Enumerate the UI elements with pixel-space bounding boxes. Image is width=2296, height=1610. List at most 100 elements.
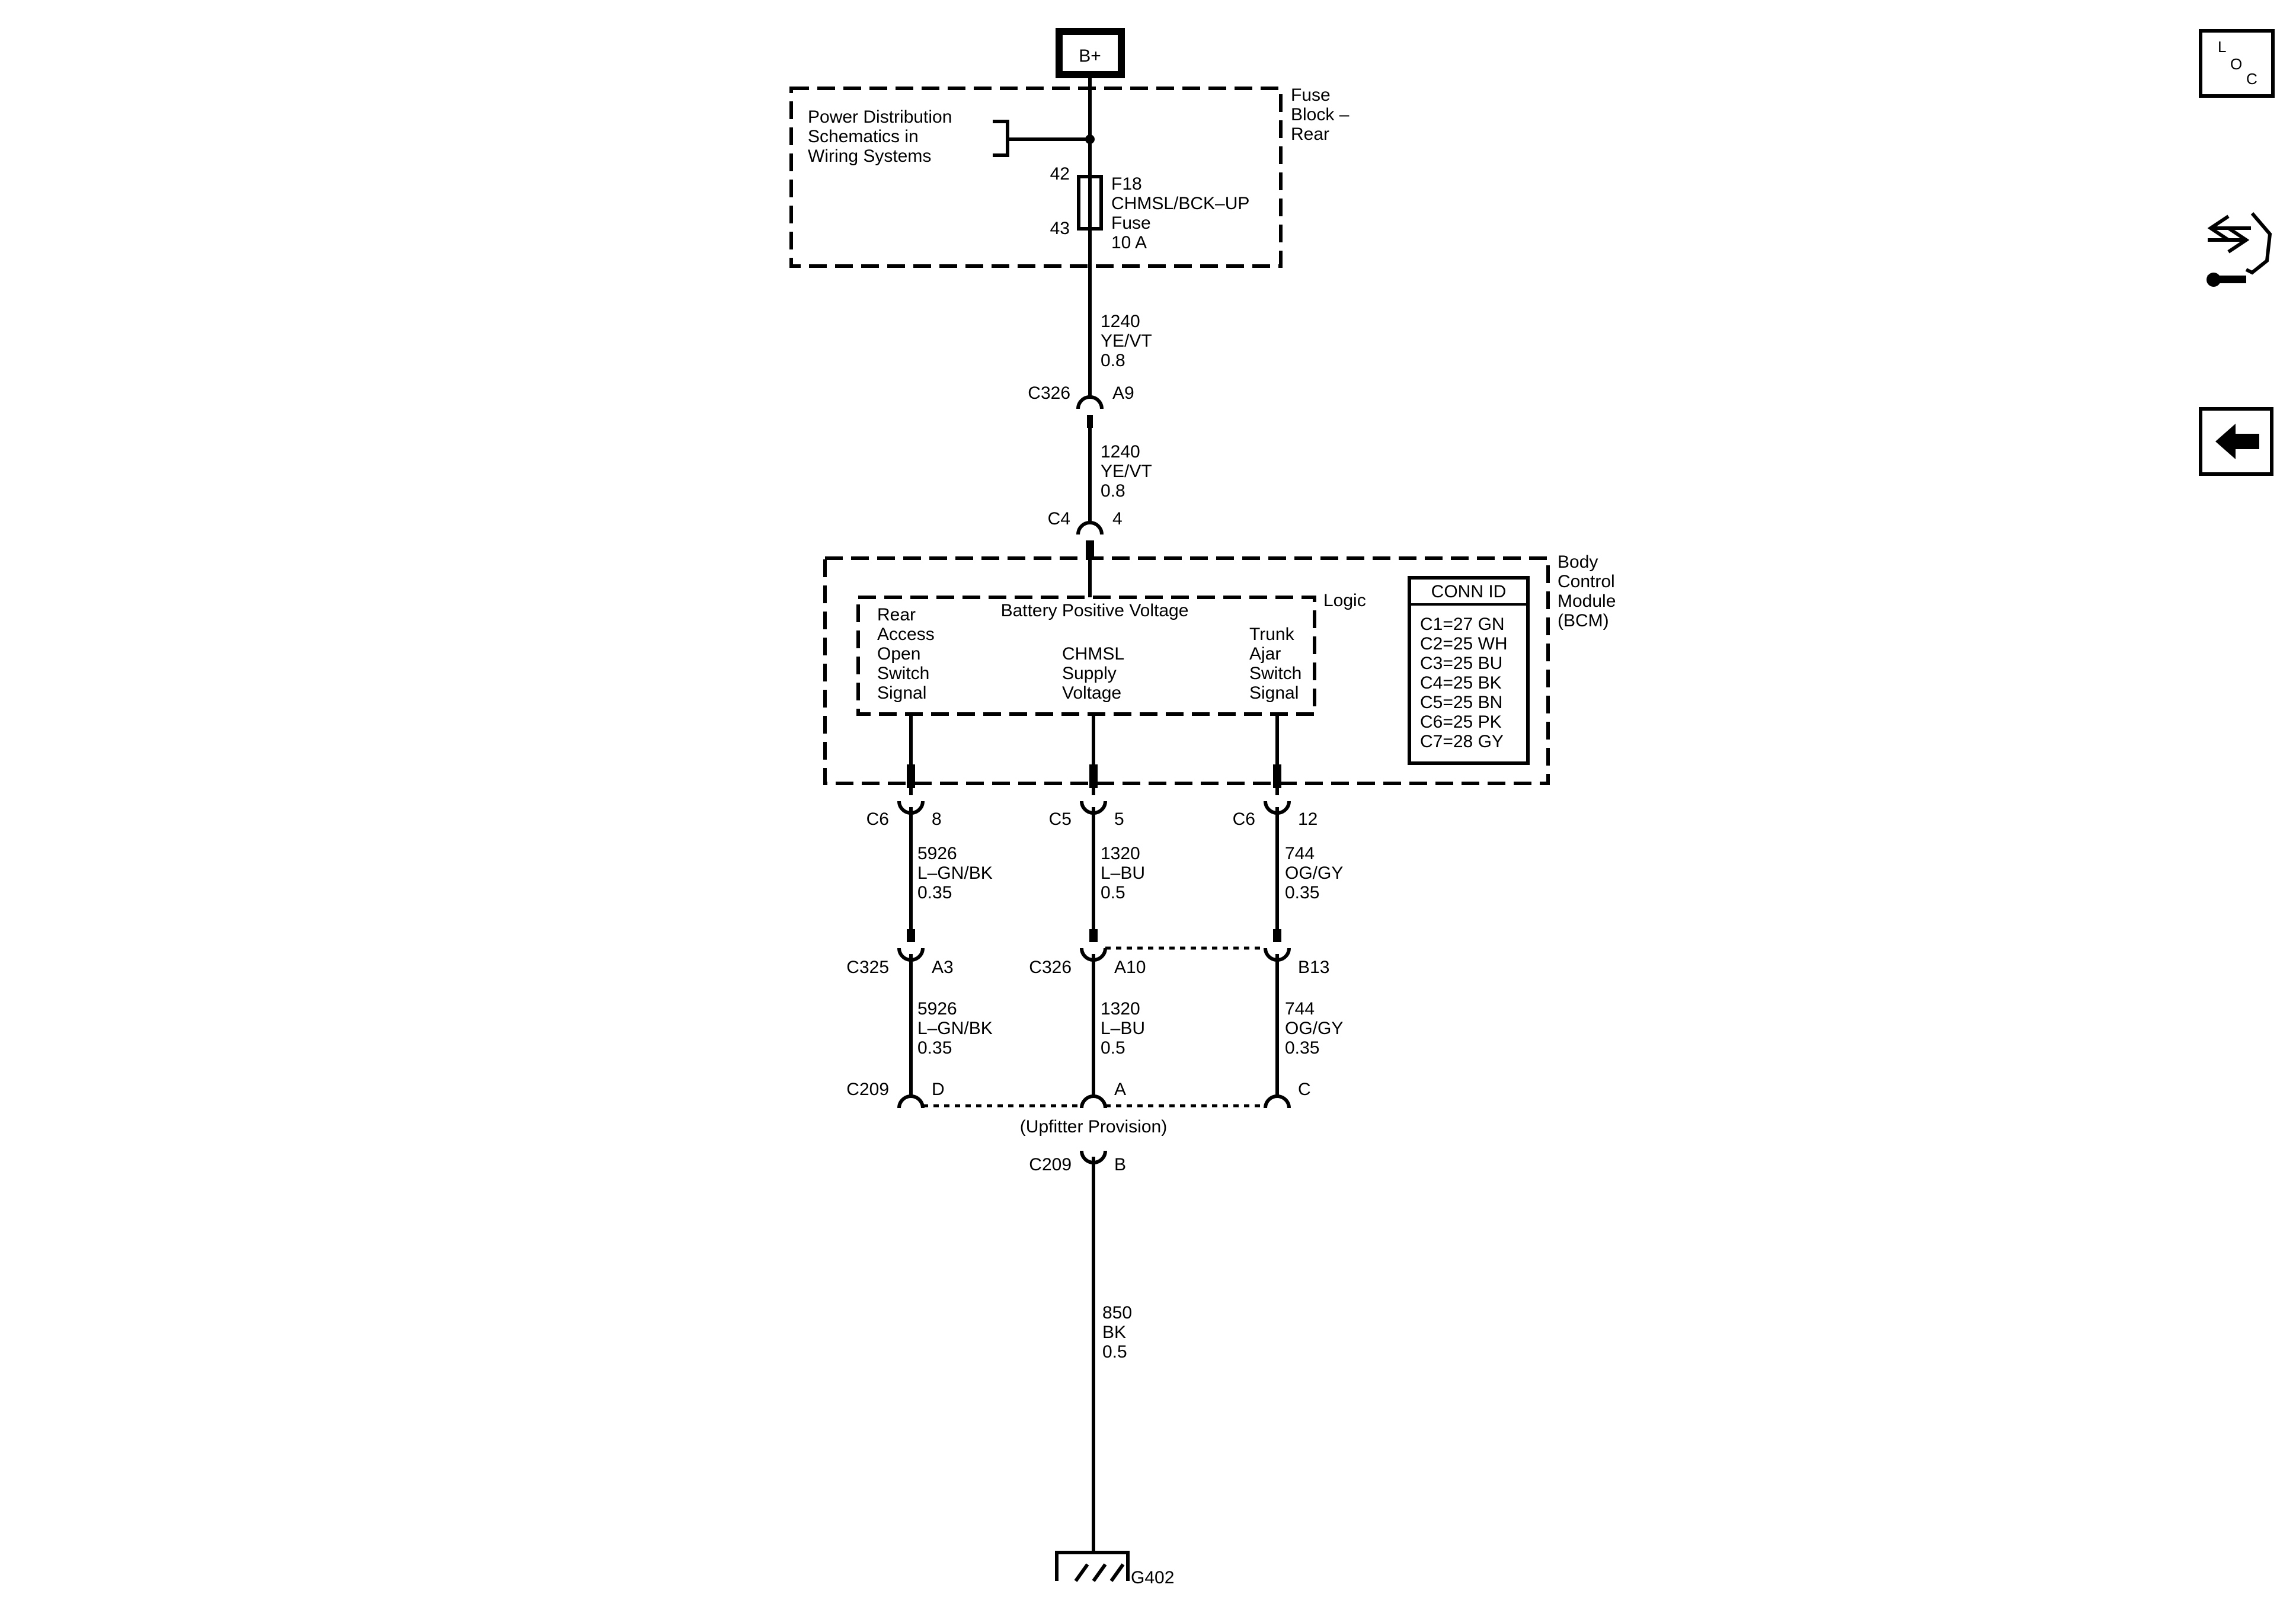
ground-g402-symbol xyxy=(1055,1551,1130,1582)
wire-1320-a-label-line: 0.5 xyxy=(1101,883,1125,902)
svg-text:L: L xyxy=(2218,38,2226,56)
connector-c209-d-pin: D xyxy=(932,1080,945,1099)
chmsl-supply-voltage-label-line: Supply xyxy=(1062,664,1117,683)
rear-access-signal-label-line: Access xyxy=(877,625,935,644)
connector-c209-c xyxy=(1264,1094,1291,1109)
location-view-button[interactable]: L O C xyxy=(2199,29,2275,98)
wire-5926-a-label-line: L–GN/BK xyxy=(917,863,993,883)
connector-c6-12-name: C6 xyxy=(1233,809,1255,829)
wire-1320-a-label-line: 1320 xyxy=(1101,844,1140,863)
trunk-ajar-signal-label-line: Signal xyxy=(1249,683,1299,703)
svg-text:O: O xyxy=(2230,55,2242,73)
bcm-label-line: Module xyxy=(1558,591,1616,611)
wire-5926-b-label-line: 0.35 xyxy=(917,1038,952,1058)
wire-5926-a-label-line: 0.35 xyxy=(917,883,952,902)
connector-c209-c-pin: C xyxy=(1298,1080,1311,1099)
conn-id-title: CONN ID xyxy=(1431,582,1507,601)
fuse-f18-label-line: CHMSL/BCK–UP xyxy=(1111,194,1249,213)
troubleshoot-icon xyxy=(2207,212,2272,287)
connector-c6-8-pin: 8 xyxy=(932,809,942,829)
bcm-logic-label: Logic xyxy=(1323,591,1366,610)
back-arrow-icon xyxy=(2215,424,2259,459)
wire-744-b-label-line: 744 xyxy=(1285,999,1315,1019)
trunk-ajar-signal-label-line: Trunk xyxy=(1249,625,1295,644)
wire-5926-b-label-line: 5926 xyxy=(917,999,957,1019)
troubleshoot-button[interactable] xyxy=(2207,212,2272,287)
pds-bracket xyxy=(993,120,1009,157)
battery-source-label: B+ xyxy=(1079,46,1101,66)
pds-reference-line: Wiring Systems xyxy=(808,146,931,166)
connector-c326-a10-pin: A10 xyxy=(1114,958,1146,977)
conn-id-list-line: C7=28 GY xyxy=(1420,732,1504,751)
bcm-label-line: Control xyxy=(1558,572,1615,591)
location-icon: L O C xyxy=(2218,38,2257,88)
wire-744-a-label-line: 744 xyxy=(1285,844,1315,863)
svg-text:C: C xyxy=(2246,70,2257,88)
connector-c325-pin: A3 xyxy=(932,958,954,977)
wire-744-a-label-line: OG/GY xyxy=(1285,863,1343,883)
fuse-f18-label-line: Fuse xyxy=(1111,213,1151,233)
connector-c209-b-pin: B xyxy=(1114,1155,1126,1174)
bcm-outline xyxy=(823,556,1550,785)
fuse-block-label-line: Fuse xyxy=(1291,85,1331,105)
fuse-block-label-line: Block – xyxy=(1291,105,1350,124)
connector-c209-a-pin: A xyxy=(1114,1080,1126,1099)
connector-c325-name: C325 xyxy=(846,958,889,977)
battery-source: B+ xyxy=(1056,28,1125,78)
rear-access-signal-label-line: Open xyxy=(877,644,920,664)
wire-744-b-label-line: OG/GY xyxy=(1285,1019,1343,1038)
back-button[interactable] xyxy=(2199,407,2273,476)
connector-c4-4 xyxy=(1076,521,1104,535)
wire-1320-b-label-line: 0.5 xyxy=(1101,1038,1125,1058)
fuse-block-label-line: Rear xyxy=(1291,124,1329,144)
connector-c209-d xyxy=(897,1094,925,1109)
connector-c326-a9-name: C326 xyxy=(1028,383,1070,403)
wire-1320-a-label-line: L–BU xyxy=(1101,863,1145,883)
wire-1240-b-label-line: 1240 xyxy=(1101,442,1140,462)
connector-c209-name: C209 xyxy=(846,1080,889,1099)
bcm-label-line: (BCM) xyxy=(1558,611,1609,630)
battery-positive-voltage-label: Battery Positive Voltage xyxy=(1001,601,1189,620)
connector-c6-12-pin: 12 xyxy=(1298,809,1318,829)
rear-access-signal-label-line: Signal xyxy=(877,683,926,703)
connector-c326-a10-name: C326 xyxy=(1029,958,1072,977)
wire-744-a-label-line: 0.35 xyxy=(1285,883,1319,902)
chmsl-supply-voltage-label-line: CHMSL xyxy=(1062,644,1124,664)
ground-g402-label: G402 xyxy=(1131,1568,1174,1587)
connector-b13-label: B13 xyxy=(1298,958,1329,977)
wire-850-label-line: 850 xyxy=(1102,1303,1132,1323)
connector-c209-a xyxy=(1080,1094,1107,1109)
wire-850-label-line: BK xyxy=(1102,1323,1126,1342)
rear-access-signal-label-line: Switch xyxy=(877,664,929,683)
fuse-pin-bottom: 43 xyxy=(1050,219,1070,238)
connector-c5-5-pin: 5 xyxy=(1114,809,1124,829)
wire-5926-a-label-line: 5926 xyxy=(917,844,957,863)
upfitter-provision-label: (Upfitter Provision) xyxy=(1020,1117,1167,1137)
conn-id-list-line: C6=25 PK xyxy=(1420,712,1502,732)
rear-access-signal-label-line: Rear xyxy=(877,605,916,625)
wire-1240-b-label-line: YE/VT xyxy=(1101,462,1152,481)
chmsl-supply-voltage-label-line: Voltage xyxy=(1062,683,1121,703)
conn-id-list-line: C5=25 BN xyxy=(1420,693,1502,712)
fuse-block-outline xyxy=(789,87,1283,268)
bcm-label-line: Body xyxy=(1558,552,1598,572)
connector-c4-pin: 4 xyxy=(1112,509,1123,529)
wire-1240-a-label-line: 1240 xyxy=(1101,312,1140,331)
wire-1240-b-label-line: 0.8 xyxy=(1101,481,1125,501)
